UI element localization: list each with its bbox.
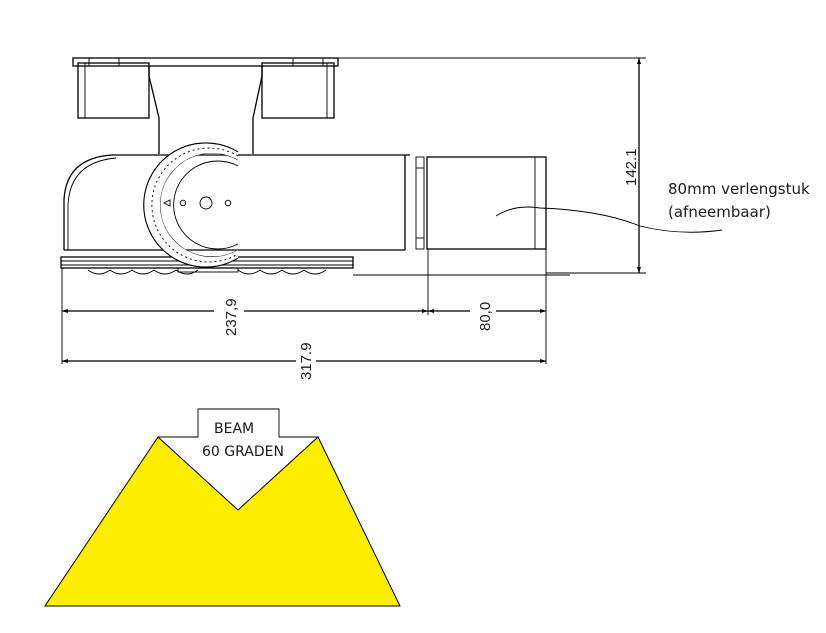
beam-diagram: BEAM 60 GRADEN — [44, 408, 401, 607]
beam-label-line-1: BEAM — [214, 421, 254, 437]
pivot-hole-right — [224, 199, 232, 207]
height-dimension: 142.1 — [338, 57, 646, 274]
beam-arrow-outline — [158, 408, 318, 438]
mounting-bracket — [72, 57, 339, 154]
annotation-line-1: 80mm verlengstuk — [668, 180, 810, 198]
height-dimension-label: 142.1 — [623, 148, 640, 186]
main-length-label: 237,9 — [223, 298, 240, 336]
length-dimensions: 237,9 80,0 317.9 — [61, 249, 570, 380]
rotation-dial — [143, 142, 239, 268]
beam-cone — [44, 436, 401, 607]
main-housing — [60, 154, 425, 275]
extension-length-label: 80,0 — [477, 302, 494, 331]
annotation-line-2: (afneembaar) — [668, 203, 771, 221]
total-length-label: 317.9 — [298, 342, 315, 380]
pivot-hole-left — [179, 199, 187, 207]
extension-annotation: 80mm verlengstuk (afneembaar) — [668, 180, 810, 221]
extension-piece — [426, 156, 723, 250]
angle-indicator-icon — [162, 199, 171, 207]
beam-label-line-2: 60 GRADEN — [202, 444, 284, 460]
pivot-hole-large — [199, 196, 213, 210]
